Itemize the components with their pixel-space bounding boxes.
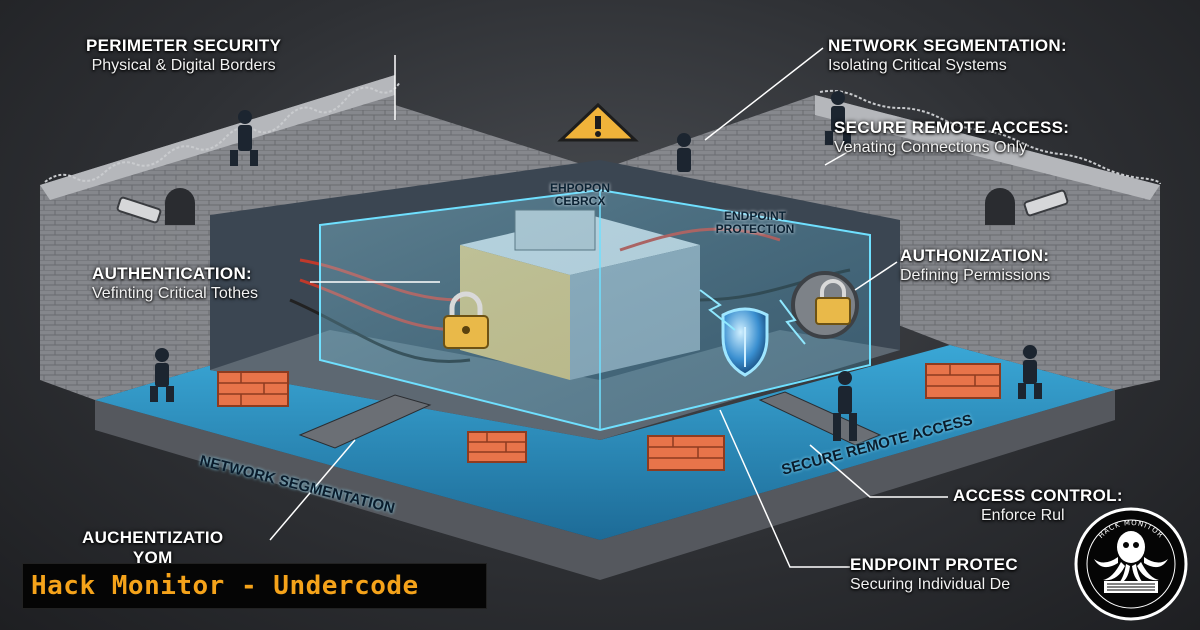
vault-padlock-icon [791, 271, 859, 339]
leader-lines [269, 47, 948, 568]
label-subtitle: Enforce Rul [981, 507, 1065, 524]
inner-label-endpoint: ENDPOINT PROTECTION [715, 209, 795, 236]
label-subtitle: Securing Individual De [850, 576, 1011, 593]
base-slab [95, 390, 1115, 580]
label-title: ACCESS CONTROL: [953, 486, 1123, 505]
label-title: AUTHENTICATION: [92, 264, 252, 283]
label-auchentizatio: AUCHENTIZATIO YOM [82, 528, 223, 568]
electric-sparks [699, 289, 806, 345]
brand-text: Hack Monitor - Undercode [31, 571, 419, 601]
label-perimeter-security: PERIMETER SECURITY Physical & Digital Bo… [86, 36, 281, 75]
wall-top-right [815, 95, 1160, 200]
label-title: SECURE REMOTE ACCESS: [834, 118, 1070, 137]
label-title: AUTHONIZATION: [900, 246, 1050, 265]
wall-tunnel [165, 188, 195, 225]
security-camera-icon [1023, 189, 1069, 217]
shield-icon [721, 307, 769, 377]
label-title: AUCHENTIZATIO [82, 528, 224, 547]
label-access-control: ACCESS CONTROL: Enforce Rul [953, 486, 1123, 525]
guard-figure [833, 371, 857, 441]
wall-tunnel [985, 188, 1015, 225]
technician-figure [677, 133, 691, 172]
security-camera-icon [116, 196, 162, 224]
label-authentication: AUTHENTICATION: Vefinting Critical Tothe… [92, 264, 258, 303]
label-title: ENDPOINT PROTEC [850, 555, 1018, 574]
warning-sign-icon [557, 102, 639, 142]
label-subtitle: Vefinting Critical Tothes [92, 285, 259, 302]
firewall-brick [647, 435, 725, 471]
wall-top-left [40, 75, 395, 200]
hack-monitor-logo: HACK MONITOR [1074, 507, 1188, 621]
label-subtitle: Venating Connections Only [834, 139, 1028, 156]
label-subtitle: YOM [132, 548, 173, 567]
padlock-icon [443, 291, 489, 349]
label-title: PERIMETER SECURITY [86, 36, 282, 55]
firewall-brick [925, 363, 1001, 399]
label-subtitle: Isolating Critical Systems [828, 57, 1007, 74]
octopus-icon [1094, 531, 1168, 584]
label-subtitle: Defining Permissions [900, 267, 1051, 284]
firewall-brick [217, 371, 289, 407]
inner-label-top: EHPOPON CEBRCX [549, 181, 610, 208]
bridge-ramp [298, 394, 432, 449]
label-secure-remote-access: SECURE REMOTE ACCESS: Venating Connectio… [834, 118, 1069, 157]
razor-wire-left [44, 81, 401, 183]
label-subtitle: Physical & Digital Borders [91, 57, 276, 74]
guard-figure [230, 110, 258, 166]
guard-figure [825, 91, 851, 145]
guard-figure [1018, 345, 1042, 399]
label-network-segmentation: NETWORK SEGMENTATION: Isolating Critical… [828, 36, 1067, 75]
razor-wire-right [819, 89, 1161, 185]
label-endpoint-protection: ENDPOINT PROTEC Securing Individual De [850, 555, 1018, 594]
brand-banner: Hack Monitor - Undercode [22, 563, 487, 609]
guard-figure [150, 348, 174, 402]
label-title: NETWORK SEGMENTATION: [828, 36, 1067, 55]
firewall-brick [467, 431, 527, 463]
label-authorization: AUTHONIZATION: Defining Permissions [900, 246, 1050, 285]
